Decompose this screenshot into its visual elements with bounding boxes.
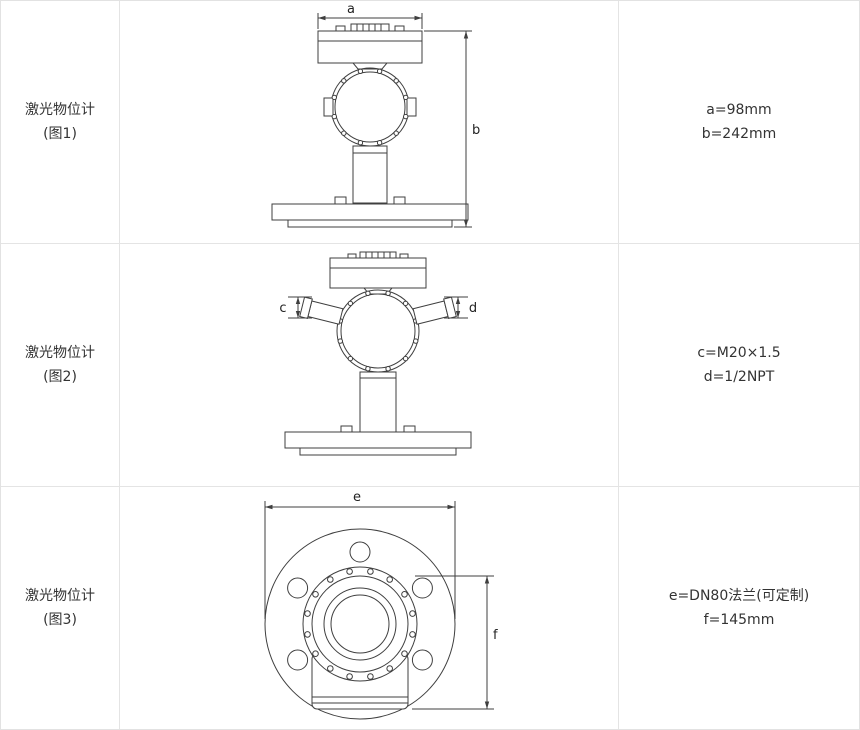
figure-number: (图1) xyxy=(43,126,77,142)
mounting-tube xyxy=(352,145,388,204)
fig2-front-view-drawing: c d xyxy=(279,251,477,456)
conduit-entry-left xyxy=(299,296,344,325)
row3-label-cell: 激光物位计 (图3) xyxy=(1,487,120,729)
dimension-c: c xyxy=(279,296,312,319)
row1-figure-cell: a xyxy=(120,1,619,244)
row2-spec-cell: c=M20×1.5 d=1/2NPT xyxy=(619,244,859,487)
terminal-housing xyxy=(317,23,423,70)
product-name: 激光物位计 xyxy=(25,345,95,361)
mounting-flange xyxy=(284,425,472,456)
spec-line: c=M20×1.5 xyxy=(697,345,781,361)
spec-line: d=1/2NPT xyxy=(703,369,775,385)
mounting-flange xyxy=(271,196,469,228)
dimension-e: e xyxy=(264,490,456,619)
row3-spec-cell: e=DN80法兰(可定制) f=145mm xyxy=(619,487,859,729)
row1-label-cell: 激光物位计 (图1) xyxy=(1,1,120,244)
spec-line: b=242mm xyxy=(701,126,777,142)
spec-line: e=DN80法兰(可定制) xyxy=(668,588,810,604)
dimension-b: b xyxy=(424,30,480,228)
fig1-side-view-drawing: a xyxy=(271,2,480,228)
dimension-d: d xyxy=(444,296,477,319)
fig3-top-view-drawing: e xyxy=(264,490,498,720)
figure-number: (图3) xyxy=(43,612,77,628)
row2-label-cell: 激光物位计 (图2) xyxy=(1,244,120,487)
spec-line: a=98mm xyxy=(706,102,772,118)
dimension-letter-e: e xyxy=(353,490,361,505)
sensor-round-body xyxy=(336,289,420,373)
dimension-letter-c: c xyxy=(279,301,286,316)
lens-ring-assembly xyxy=(302,566,418,682)
row2-figure-cell: c d xyxy=(120,244,619,487)
figure-number: (图2) xyxy=(43,369,77,385)
row1-spec-cell: a=98mm b=242mm xyxy=(619,1,859,244)
terminal-housing xyxy=(329,251,427,295)
dimension-f: f xyxy=(412,575,498,710)
sensor-round-body xyxy=(323,67,417,147)
dimension-a: a xyxy=(317,2,423,29)
dimension-letter-a: a xyxy=(347,2,355,17)
product-name: 激光物位计 xyxy=(25,588,95,604)
row3-figure-cell: e xyxy=(120,487,619,729)
spec-line: f=145mm xyxy=(703,612,775,628)
dimension-letter-d: d xyxy=(469,301,477,316)
mounting-tube xyxy=(359,371,397,433)
conduit-entry-right xyxy=(412,296,457,325)
dimension-letter-f: f xyxy=(493,628,498,643)
dimension-letter-b: b xyxy=(472,123,480,138)
product-name: 激光物位计 xyxy=(25,102,95,118)
